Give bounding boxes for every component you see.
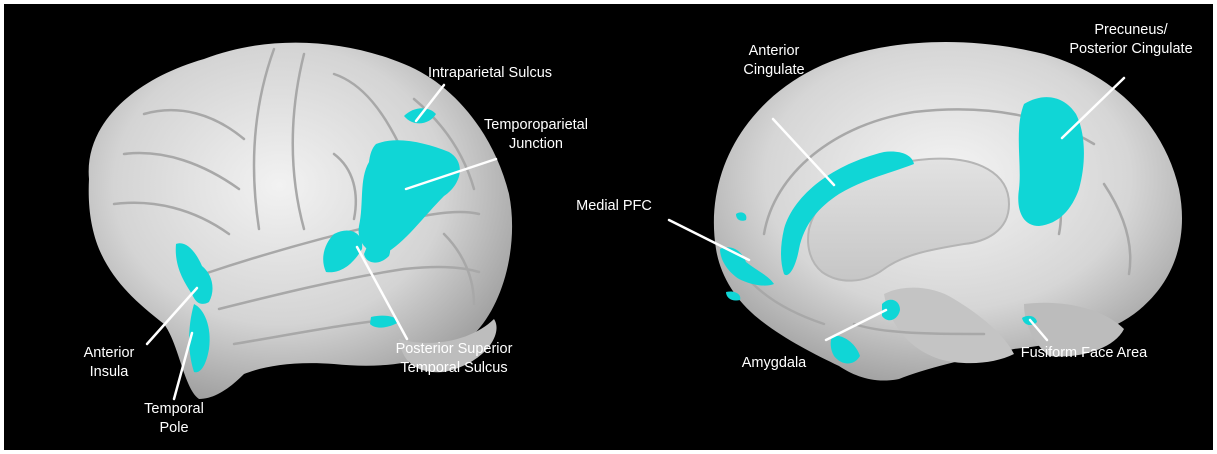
figure-canvas: Intraparietal Sulcus Temporoparietal Jun… — [4, 4, 1213, 450]
label-intraparietal-sulcus-line1: Intraparietal Sulcus — [402, 64, 578, 83]
label-temporoparietal-junction-line1: Temporoparietal — [462, 116, 610, 135]
label-intraparietal-sulcus: Intraparietal Sulcus — [402, 64, 578, 83]
label-amygdala-line1: Amygdala — [726, 354, 822, 373]
label-amygdala: Amygdala — [726, 354, 822, 373]
label-temporoparietal-junction-line2: Junction — [462, 135, 610, 154]
label-posterior-superior-temporal-sulcus-line1: Posterior Superior — [374, 340, 534, 359]
label-temporoparietal-junction: Temporoparietal Junction — [462, 116, 610, 154]
label-temporal-pole-line1: Temporal — [129, 400, 219, 419]
label-anterior-cingulate-line1: Anterior — [726, 42, 822, 61]
label-anterior-insula-line1: Anterior — [64, 344, 154, 363]
label-precuneus-posterior-cingulate-line2: Posterior Cingulate — [1051, 40, 1211, 59]
medial-hemisphere — [714, 42, 1182, 381]
label-precuneus-posterior-cingulate-line1: Precuneus/ — [1051, 21, 1211, 40]
brain-illustration — [4, 4, 1213, 450]
label-medial-pfc-line1: Medial PFC — [556, 197, 672, 216]
label-fusiform-face-area-line1: Fusiform Face Area — [1004, 344, 1164, 363]
label-fusiform-face-area: Fusiform Face Area — [1004, 344, 1164, 363]
label-posterior-superior-temporal-sulcus: Posterior Superior Temporal Sulcus — [374, 340, 534, 378]
label-medial-pfc: Medial PFC — [556, 197, 672, 216]
label-anterior-insula-line2: Insula — [64, 363, 154, 382]
label-anterior-cingulate-line2: Cingulate — [726, 61, 822, 80]
label-anterior-insula: Anterior Insula — [64, 344, 154, 382]
label-precuneus-posterior-cingulate: Precuneus/ Posterior Cingulate — [1051, 21, 1211, 59]
label-temporal-pole-line2: Pole — [129, 419, 219, 438]
label-temporal-pole: Temporal Pole — [129, 400, 219, 438]
label-anterior-cingulate: Anterior Cingulate — [726, 42, 822, 80]
label-posterior-superior-temporal-sulcus-line2: Temporal Sulcus — [374, 359, 534, 378]
